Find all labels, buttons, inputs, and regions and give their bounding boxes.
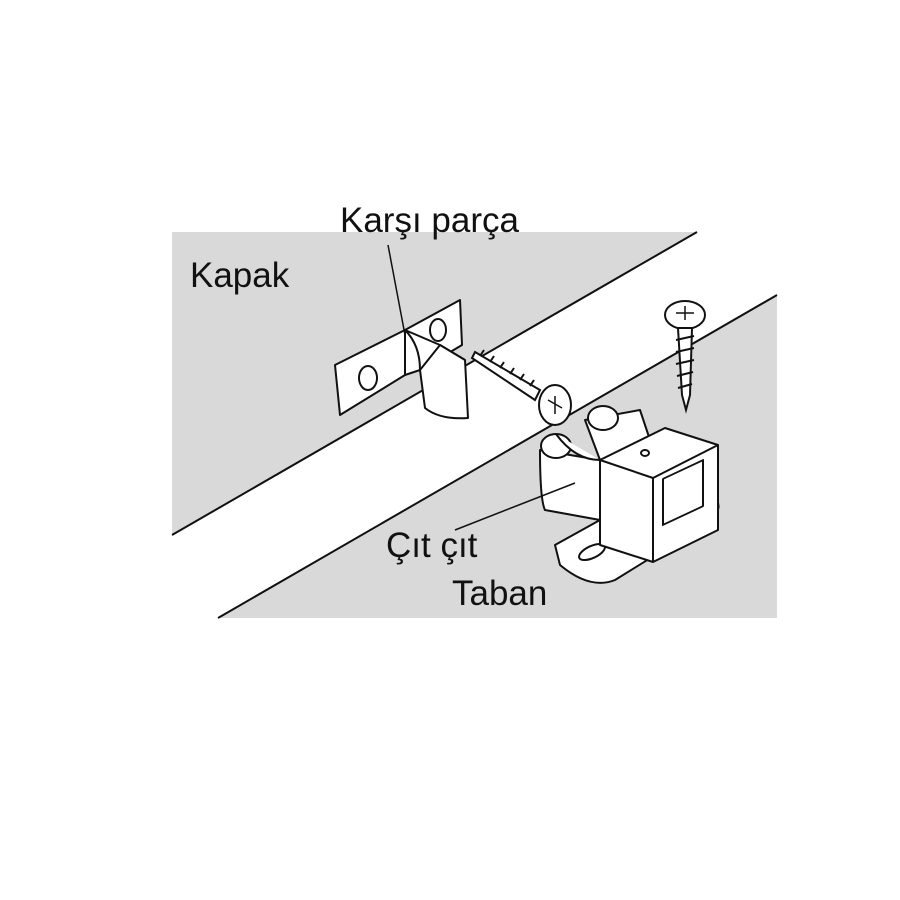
catch-leader [454,482,576,531]
counter-piece [334,299,469,420]
screw-icon [470,349,572,426]
base-label: Taban [452,574,548,613]
catch-label: Çıt çıt [386,526,478,565]
roller-catch [539,405,720,584]
counter-piece-label: Karşı parça [340,201,519,240]
door-label: Kapak [190,256,290,295]
counter-piece-leader [387,244,406,336]
screw-icon [664,300,706,414]
